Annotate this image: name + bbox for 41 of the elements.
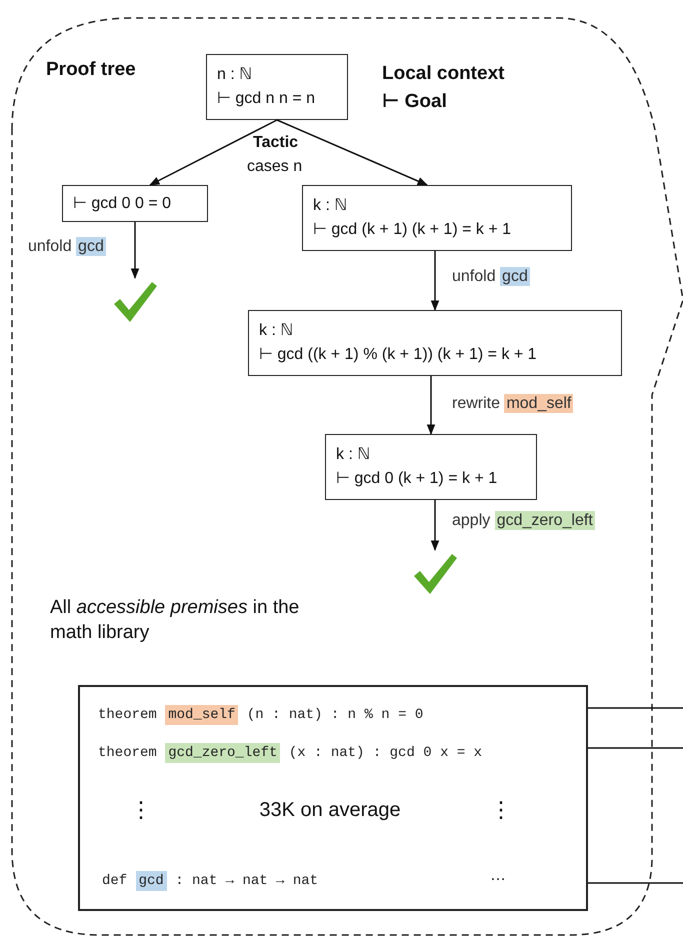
code-line: theorem mod_self (n : nat) : n % n = 0 — [98, 707, 424, 723]
arrow — [130, 222, 140, 280]
vertical-ellipsis: ⋮ — [490, 797, 512, 823]
goal-box — [325, 434, 537, 500]
goal-text: ⊢ gcd n n = n — [217, 89, 316, 109]
goal-text: ⊢ gcd 0 (k + 1) = k + 1 — [336, 469, 498, 489]
arrow — [426, 376, 436, 436]
arrow — [276, 119, 428, 186]
context-text: k : ℕ — [336, 445, 372, 465]
tactic-name: cases n — [247, 157, 304, 177]
section-title: Proof tree — [46, 58, 137, 82]
legend-heading: ⊢ Goal — [382, 90, 448, 114]
premises-panel — [78, 685, 588, 911]
goal-box — [248, 310, 622, 376]
connector-line — [588, 882, 683, 884]
goal-box — [62, 185, 208, 222]
code-line: def gcd : nat → nat → nat — [102, 873, 318, 889]
goal-box — [302, 185, 572, 251]
edge-label: rewrite mod_self — [452, 395, 574, 413]
arrow — [149, 119, 278, 186]
connector-line — [588, 707, 683, 709]
goal-text: ⊢ gcd 0 0 = 0 — [73, 194, 172, 214]
edge-label: unfold gcd — [28, 238, 106, 256]
context-text: n : ℕ — [217, 65, 254, 85]
goal-text: ⊢ gcd (k + 1) (k + 1) = k + 1 — [313, 220, 512, 240]
edge-label: apply gcd_zero_left — [452, 512, 595, 530]
context-text: k : ℕ — [313, 196, 348, 216]
tactic-heading: Tactic — [253, 133, 300, 153]
premise-count: 33K on average — [259, 799, 401, 822]
connector-line — [588, 747, 683, 749]
arrow — [430, 500, 440, 552]
legend-heading: Local context — [382, 62, 506, 86]
ellipsis: … — [490, 867, 506, 885]
goal-box — [206, 54, 348, 120]
goal-text: ⊢ gcd ((k + 1) % (k + 1)) (k + 1) = k + 1 — [259, 345, 538, 365]
edge-label: unfold gcd — [452, 268, 530, 286]
context-text: k : ℕ — [259, 321, 294, 341]
premises-caption: All accessible premises in the math library — [50, 596, 300, 645]
arrow — [430, 251, 440, 312]
code-line: theorem gcd_zero_left (x : nat) : gcd 0 x = x — [98, 745, 482, 761]
vertical-ellipsis: ⋮ — [130, 797, 152, 823]
